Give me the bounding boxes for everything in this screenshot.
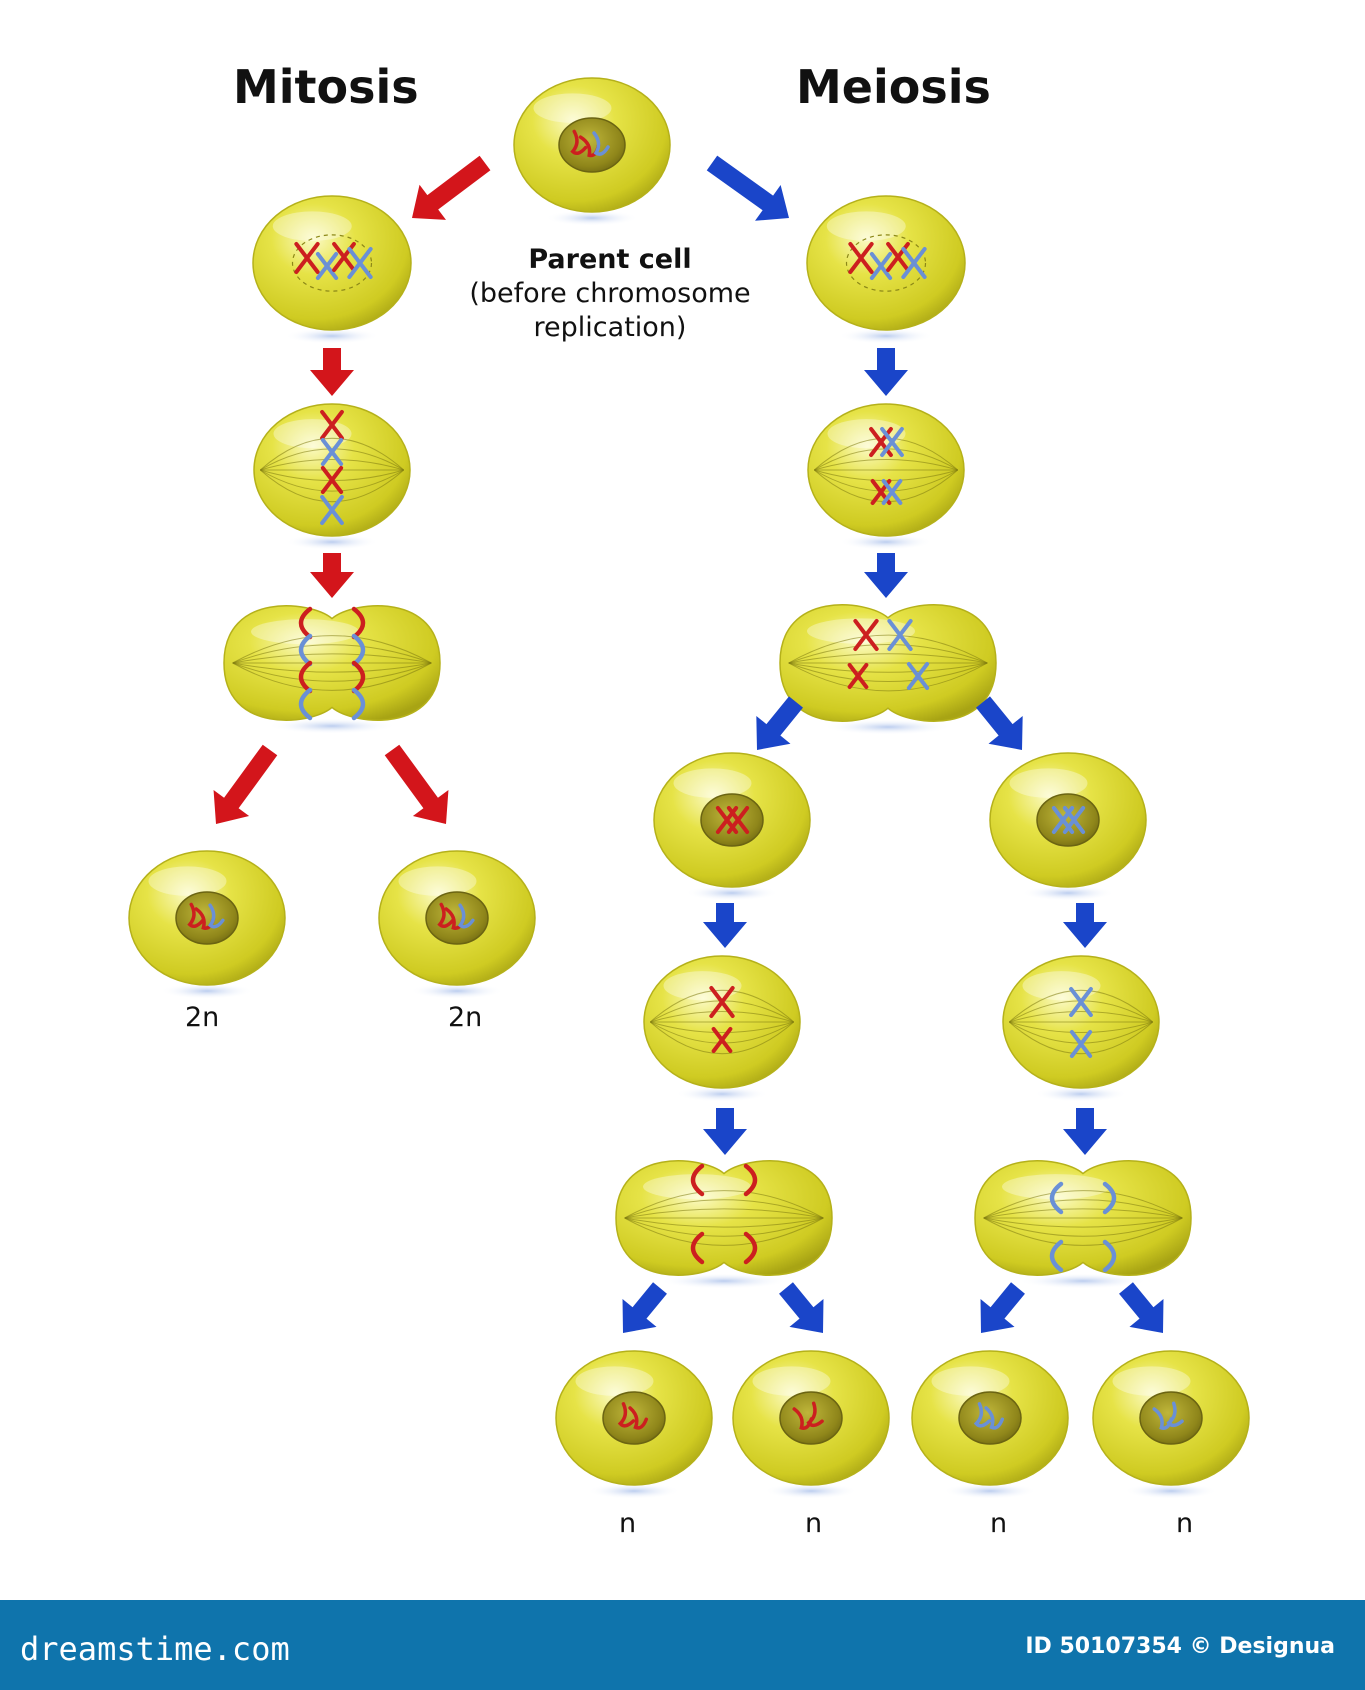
nucleus [1036, 793, 1100, 847]
cell-division-diagram [128, 77, 1250, 1499]
cell-shadow [838, 328, 934, 344]
cell-shadow [685, 885, 779, 901]
meiosis-arrow-icon [864, 553, 908, 598]
parent-cell [513, 77, 671, 213]
cell-shadow [267, 718, 397, 734]
parent-cell-note-2: replication) [533, 312, 687, 343]
meiosis-2-blue-anaphase-cell [974, 1160, 1192, 1276]
mitosis-prophase-cell [252, 195, 412, 331]
footer-bar: dreamstime.com ID 50107354 © Designua [0, 1600, 1365, 1690]
cell-shadow [284, 328, 380, 344]
meiosis-2-red-split-right-arrow-icon [779, 1282, 824, 1333]
cell-shadow [545, 210, 639, 226]
nucleus [602, 1391, 666, 1445]
meiosis-metaphase-1-cell [807, 403, 965, 537]
meiosis-prophase-cell [806, 195, 966, 331]
cell-shadow [659, 1273, 789, 1289]
meiosis-2-red-arrow-icon [703, 1108, 747, 1155]
brand-logo-text[interactable]: dreamstime.com [20, 1630, 290, 1668]
ploidy-label-meiosis-2: n [805, 1508, 823, 1539]
cell-shadow [675, 1086, 769, 1102]
mitosis-split-left-arrow-icon [213, 744, 278, 824]
ploidy-label-meiosis-1: n [619, 1508, 637, 1539]
ploidy-label-mitosis-2: 2n [448, 1002, 483, 1033]
meiosis-title: Meiosis [796, 60, 991, 114]
cell-shadow [1018, 1273, 1148, 1289]
meiosis-split-right-arrow-icon [976, 696, 1023, 750]
nucleus [425, 891, 489, 945]
mitosis-arrow-icon [310, 553, 354, 598]
image-credit: ID 50107354 © Designua [1025, 1634, 1335, 1659]
cell-shadow [764, 1483, 858, 1499]
meiosis-2-red-arrow-icon [703, 903, 747, 948]
mitosis-arrow-icon [310, 348, 354, 396]
nucleus [175, 891, 239, 945]
ploidy-label-meiosis-3: n [990, 1508, 1008, 1539]
meiosis-2-blue-split-right-arrow-icon [1119, 1282, 1164, 1333]
mitosis-daughter-cell-2 [378, 850, 536, 986]
meiosis-2-blue-split-left-arrow-icon [980, 1282, 1025, 1333]
mitosis-split-right-arrow-icon [384, 744, 449, 824]
mitosis-metaphase-cell [253, 403, 411, 537]
meiosis-2-blue-metaphase-cell [1002, 955, 1160, 1089]
meiosis-2-red-metaphase-cell [643, 955, 801, 1089]
ploidy-label-meiosis-4: n [1176, 1508, 1194, 1539]
meiosis-haploid-cell-4 [1092, 1350, 1250, 1486]
meiosis-haploid-cell-2 [732, 1350, 890, 1486]
cell-shadow [160, 983, 254, 999]
meiosis-2-blue-arrow-icon [1063, 903, 1107, 948]
meiosis-anaphase-1-cell [779, 604, 997, 722]
cell-shadow [823, 719, 953, 735]
meiosis-haploid-cell-1 [555, 1350, 713, 1486]
mitosis-title: Mitosis [233, 60, 419, 114]
cell-shadow [839, 534, 933, 550]
nucleus [958, 1391, 1022, 1445]
cell-shadow [285, 534, 379, 550]
meiosis-2-blue-interphase-cell [989, 752, 1147, 888]
cell-shadow [410, 983, 504, 999]
cell-shadow [1124, 1483, 1218, 1499]
mitosis-daughter-cell-1 [128, 850, 286, 986]
cell-shadow [1034, 1086, 1128, 1102]
meiosis-2-blue-arrow-icon [1063, 1108, 1107, 1155]
nucleus [700, 793, 764, 847]
parent-cell-label: Parent cell (before chromosome replicati… [420, 243, 800, 345]
arrow-to-meiosis-icon [706, 155, 789, 221]
meiosis-2-red-split-left-arrow-icon [622, 1282, 667, 1333]
cell-shadow [587, 1483, 681, 1499]
meiosis-haploid-cell-3 [911, 1350, 1069, 1486]
cell-shadow [1021, 885, 1115, 901]
parent-cell-note-1: (before chromosome [469, 278, 751, 309]
ploidy-label-mitosis-1: 2n [185, 1002, 220, 1033]
meiosis-arrow-icon [864, 348, 908, 396]
cell-shadow [943, 1483, 1037, 1499]
meiosis-2-red-interphase-cell [653, 752, 811, 888]
nucleus [558, 117, 626, 173]
mitosis-anaphase-cell [223, 605, 441, 721]
meiosis-split-left-arrow-icon [756, 696, 803, 750]
parent-cell-name: Parent cell [528, 244, 692, 275]
meiosis-2-red-anaphase-cell [615, 1160, 833, 1276]
arrow-to-mitosis-icon [412, 155, 491, 220]
